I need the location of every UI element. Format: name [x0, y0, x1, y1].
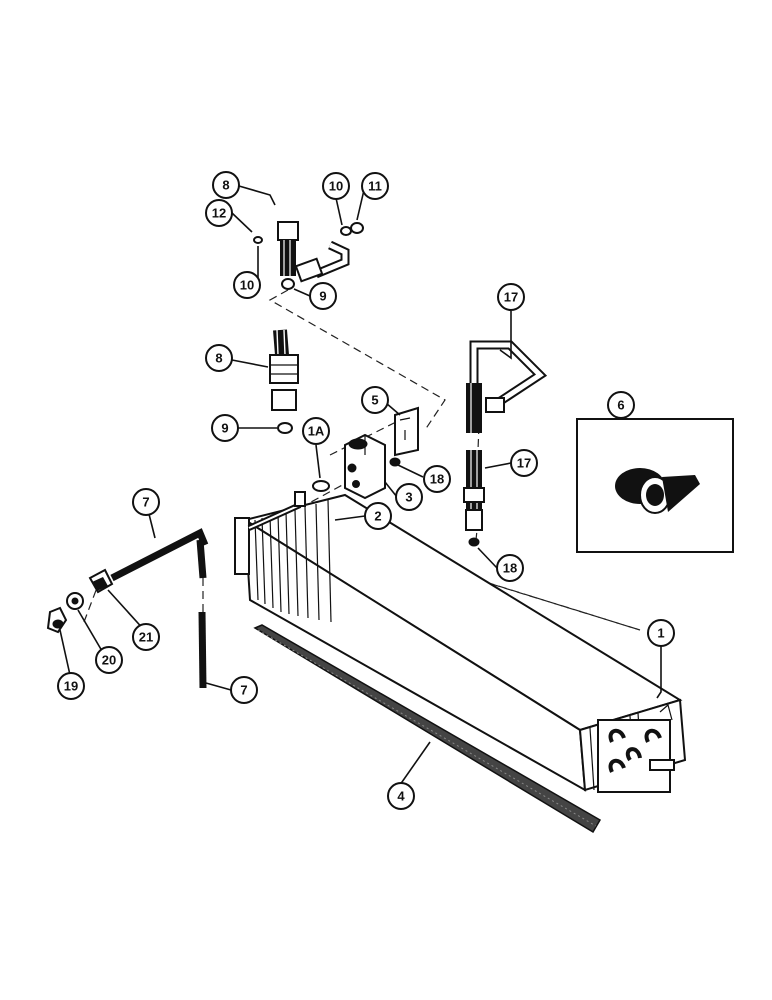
callout-12: 12: [205, 199, 233, 227]
expansion-valve: [312, 406, 419, 525]
callout-1a: 1A: [302, 417, 330, 445]
callout-label: 4: [397, 789, 405, 804]
tape-inset-box: [576, 418, 734, 553]
callout-17-upper: 17: [497, 283, 525, 311]
callout-18-lower: 18: [496, 554, 524, 582]
callout-9-upper: 9: [309, 282, 337, 310]
callout-7-upper: 7: [132, 488, 160, 516]
callout-3: 3: [395, 483, 423, 511]
callout-label: 10: [240, 278, 254, 293]
callout-label: 9: [319, 289, 326, 304]
hose-assembly-17: [463, 340, 548, 547]
callout-label: 2: [374, 509, 381, 524]
callout-18-upper: 18: [423, 465, 451, 493]
evaporator-fins-left: [254, 499, 332, 623]
evaporator-core: [234, 491, 687, 793]
callout-8-upper: 8: [212, 171, 240, 199]
leader-lines: [59, 185, 662, 793]
callout-label: 11: [368, 179, 382, 194]
seal-strip: [253, 624, 602, 834]
callout-label: 19: [64, 679, 78, 694]
callout-label: 8: [215, 351, 222, 366]
callout-6: 6: [607, 391, 635, 419]
callout-label: 18: [503, 561, 517, 576]
callout-label: 17: [517, 456, 531, 471]
callout-20: 20: [95, 646, 123, 674]
callout-17-lower: 17: [510, 449, 538, 477]
hose-fitting-8: [269, 329, 299, 434]
callout-19: 19: [57, 672, 85, 700]
callout-10-lower: 10: [233, 271, 261, 299]
callout-label: 12: [212, 206, 226, 221]
callout-label: 6: [617, 398, 624, 413]
callout-label: 1: [657, 626, 664, 641]
callout-10-upper: 10: [322, 172, 350, 200]
callout-21: 21: [132, 623, 160, 651]
callout-label: 1A: [308, 424, 325, 439]
callout-label: 17: [504, 290, 518, 305]
callout-label: 7: [240, 683, 247, 698]
callout-label: 10: [329, 179, 343, 194]
callout-label: 8: [222, 178, 229, 193]
drain-tube: [110, 528, 209, 689]
callout-label: 21: [139, 630, 153, 645]
callout-8-lower: 8: [205, 344, 233, 372]
callout-label: 7: [142, 495, 149, 510]
callout-9-lower: 9: [211, 414, 239, 442]
callout-5: 5: [361, 386, 389, 414]
callout-label: 5: [371, 393, 378, 408]
callout-1: 1: [647, 619, 675, 647]
callout-7-lower: 7: [230, 676, 258, 704]
callout-label: 20: [102, 653, 116, 668]
callout-4: 4: [387, 782, 415, 810]
callout-2: 2: [364, 502, 392, 530]
callout-label: 9: [221, 421, 228, 436]
callout-label: 3: [405, 490, 412, 505]
callout-11: 11: [361, 172, 389, 200]
drain-fittings: [46, 568, 114, 634]
upper-hose-assembly: [253, 192, 364, 290]
callout-label: 18: [430, 472, 444, 487]
